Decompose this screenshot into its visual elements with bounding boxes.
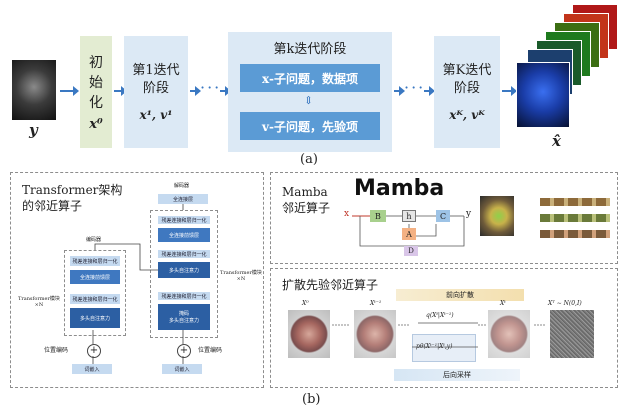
- diffusion-image-xt: [488, 310, 530, 358]
- init-block: 初始化 x⁰: [80, 36, 112, 148]
- stack-image: [516, 62, 570, 128]
- dec-ffn: 全连接前馈层: [158, 228, 210, 242]
- pos-enc-left: 位置编码: [44, 347, 69, 354]
- p-box: [412, 334, 476, 362]
- ellipsis: ···: [200, 78, 222, 97]
- backward-arrow: 后向采样: [394, 369, 520, 381]
- q-label: q(Xᵗ|Xᵗ⁻¹): [426, 312, 454, 319]
- input-var: y: [29, 121, 38, 139]
- caption-b: (b): [302, 392, 321, 407]
- xT-label: Xᵀ ∼ N(0,I): [548, 300, 582, 307]
- enc-word-embed: 词嵌入: [72, 364, 112, 374]
- stagek-title: 第k迭代阶段: [273, 42, 347, 57]
- stage1-var: x¹, v¹: [139, 108, 173, 122]
- arrow: [60, 86, 79, 96]
- arrow: [424, 86, 435, 96]
- diffusion-image-xt1: [354, 310, 396, 358]
- transformer-panel: [10, 172, 264, 388]
- stageK-label: 第K迭代阶段: [442, 63, 492, 96]
- enc-ffn: 全连接前馈层: [70, 270, 120, 284]
- ellipsis: ···: [404, 78, 426, 97]
- transformer-title: Transformer架构 的邻近算子: [22, 183, 123, 213]
- diffusion-arrows: [332, 322, 546, 348]
- v-subproblem: v-子问题，先验项: [240, 112, 380, 140]
- stage1-label: 第1迭代阶段: [132, 63, 180, 96]
- swap-arrow: ⇕: [304, 94, 314, 107]
- mamba-x: x: [344, 209, 350, 219]
- mamba-y: y: [466, 209, 472, 219]
- stageK-var: xᴷ, vᴷ: [449, 108, 485, 122]
- mamba-logo: Mamba: [354, 176, 445, 201]
- dec-fc: 全连接层: [158, 194, 208, 204]
- forward-label: 前向扩散: [446, 291, 474, 299]
- stage1-block: 第1迭代阶段 x¹, v¹: [124, 36, 188, 148]
- diffusion-title: 扩散先验邻近算子: [282, 278, 379, 292]
- mamba-A: A: [402, 228, 416, 240]
- mamba-C: C: [436, 210, 450, 222]
- arrow: [394, 86, 405, 96]
- p-label: pθ(Xᵗ⁻¹|Xᵗ,y): [416, 343, 453, 350]
- module-left: Transformer模块 ×N: [18, 296, 60, 308]
- encoder-decoder-link: [92, 204, 184, 364]
- output-var: x̂: [552, 132, 561, 150]
- xt1-label: Xᵗ⁻¹: [370, 300, 382, 307]
- arrow: [502, 86, 517, 96]
- mamba-panel: [270, 172, 618, 264]
- caption-a: (a): [300, 152, 318, 167]
- plus-icon: +: [87, 344, 101, 358]
- dec-norm-1: 残差连接和层归一化: [158, 292, 210, 300]
- mamba-patch-row: [540, 230, 610, 238]
- encoder-module: [64, 250, 126, 336]
- diffusion-panel: [270, 268, 618, 388]
- encoder-label: 编码器: [86, 237, 102, 243]
- plus-icon: +: [177, 344, 191, 358]
- stageK-block: 第K迭代阶段 xᴷ, vᴷ: [434, 36, 500, 148]
- input-image: [12, 60, 56, 120]
- x0-label: X⁰: [302, 300, 309, 307]
- diffusion-image-noise: [550, 310, 594, 358]
- x-subproblem: x-子问题，数据项: [240, 64, 380, 92]
- backward-label: 后向采样: [443, 371, 471, 379]
- init-label: 初始化: [89, 54, 103, 111]
- enc-norm-1: 残差连接和层归一化: [70, 294, 120, 304]
- mamba-title: Mamba 邻近算子: [282, 185, 331, 215]
- decoder-module: [150, 210, 218, 338]
- forward-arrow: 前向扩散: [396, 289, 524, 301]
- mamba-B: B: [370, 210, 386, 222]
- mamba-snake-image: [480, 196, 514, 236]
- init-var: x⁰: [89, 116, 103, 132]
- mamba-patch-row: [540, 198, 610, 206]
- diffusion-image-x0: [288, 310, 330, 358]
- pos-enc-right: 位置编码: [198, 347, 223, 354]
- dec-masked-mhsa: 掩码 多头自注意力: [158, 304, 210, 330]
- module-right: Transformer模块 ×N: [220, 270, 262, 282]
- xt-label: Xᵗ: [500, 300, 506, 307]
- mamba-D: D: [404, 246, 418, 256]
- arrow: [190, 86, 201, 96]
- dec-norm-2: 残差连接和层归一化: [158, 250, 210, 258]
- decoder-label: 解码器: [174, 183, 190, 189]
- stagek-block: 第k迭代阶段 x-子问题，数据项 ⇕ v-子问题，先验项: [228, 32, 392, 152]
- dec-norm-3: 残差连接和层归一化: [158, 216, 210, 224]
- enc-mhsa: 多头自注意力: [70, 308, 120, 328]
- mamba-patch-row: [540, 214, 610, 222]
- dec-cross-attn: 多头自注意力: [158, 262, 210, 278]
- enc-norm-2: 残差连接和层归一化: [70, 256, 120, 266]
- dec-word-embed: 词嵌入: [162, 364, 202, 374]
- mamba-h: h: [402, 210, 416, 222]
